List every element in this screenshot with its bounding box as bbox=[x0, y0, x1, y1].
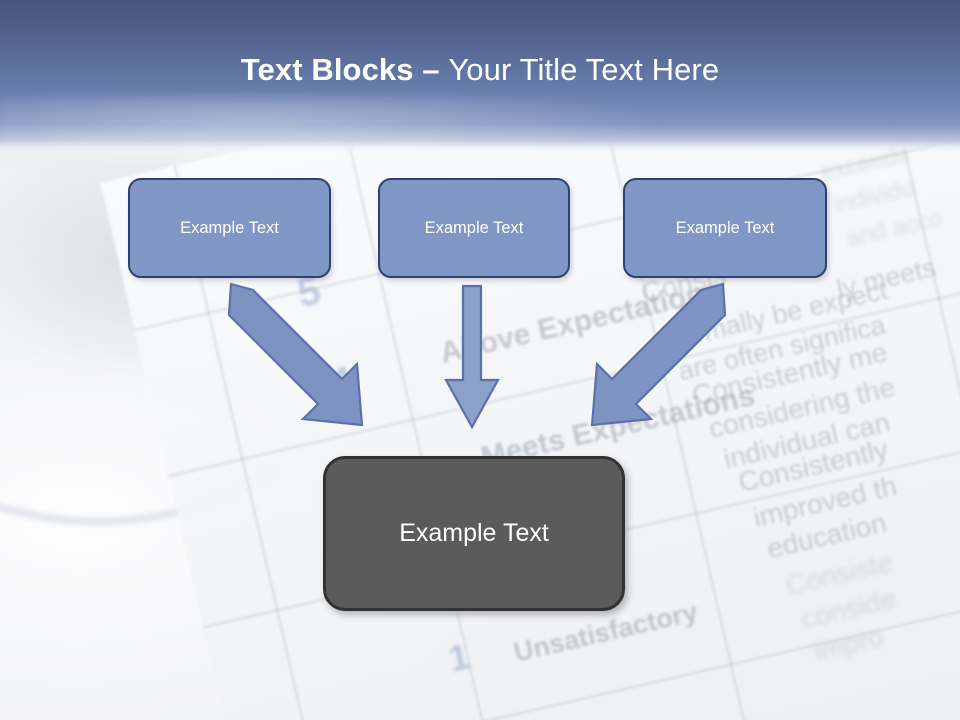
text-block-bottom[interactable]: Example Text bbox=[323, 456, 625, 611]
text-block-top-2[interactable]: Example Text bbox=[378, 178, 570, 278]
text-block-bottom-label: Example Text bbox=[399, 519, 549, 547]
text-block-top-1[interactable]: Example Text bbox=[128, 178, 331, 278]
page-title-bold-part: Text Blocks bbox=[240, 52, 414, 87]
form-grid-line bbox=[271, 698, 960, 720]
page-title: Text Blocks – Your Title Text Here bbox=[0, 50, 960, 90]
title-bar-sheen bbox=[0, 96, 960, 166]
title-bar bbox=[0, 0, 960, 166]
text-block-top-3-label: Example Text bbox=[675, 218, 775, 237]
text-block-top-3[interactable]: Example Text bbox=[623, 178, 827, 278]
page-title-dash: – bbox=[413, 52, 449, 87]
text-block-top-2-label: Example Text bbox=[424, 218, 524, 237]
text-block-top-1-label: Example Text bbox=[180, 218, 279, 237]
page-title-rest: Your Title Text Here bbox=[448, 52, 720, 87]
